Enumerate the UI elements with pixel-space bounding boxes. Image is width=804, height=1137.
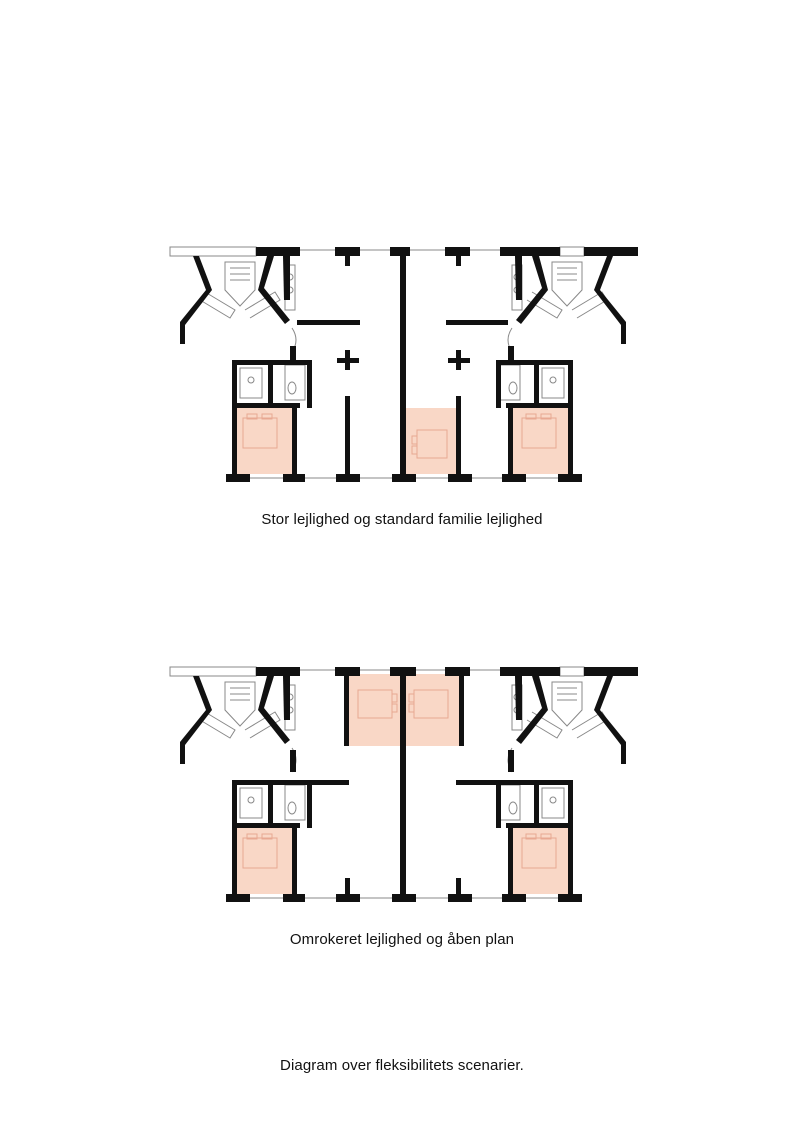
bed-furniture xyxy=(242,413,557,459)
caption-bottom-plan: Omrokeret lejlighed og åben plan xyxy=(289,931,515,948)
walls xyxy=(180,247,638,482)
caption-top-plan: Stor lejlighed og standard familie lejli… xyxy=(261,511,543,528)
bed-furniture xyxy=(242,689,557,869)
floor-plan-top xyxy=(169,246,638,482)
highlight-room-right xyxy=(512,828,568,894)
highlight-room-right xyxy=(512,408,568,474)
caption-diagram-footer: Diagram over fleksibilitets scenarier. xyxy=(280,1057,524,1074)
highlight-room-center xyxy=(405,408,459,474)
highlight-room-top-center-left xyxy=(348,674,400,746)
floor-plan-bottom xyxy=(169,666,638,902)
highlight-room-top-center-right xyxy=(406,674,460,746)
walls xyxy=(180,667,638,902)
highlighted-rooms xyxy=(236,674,568,894)
